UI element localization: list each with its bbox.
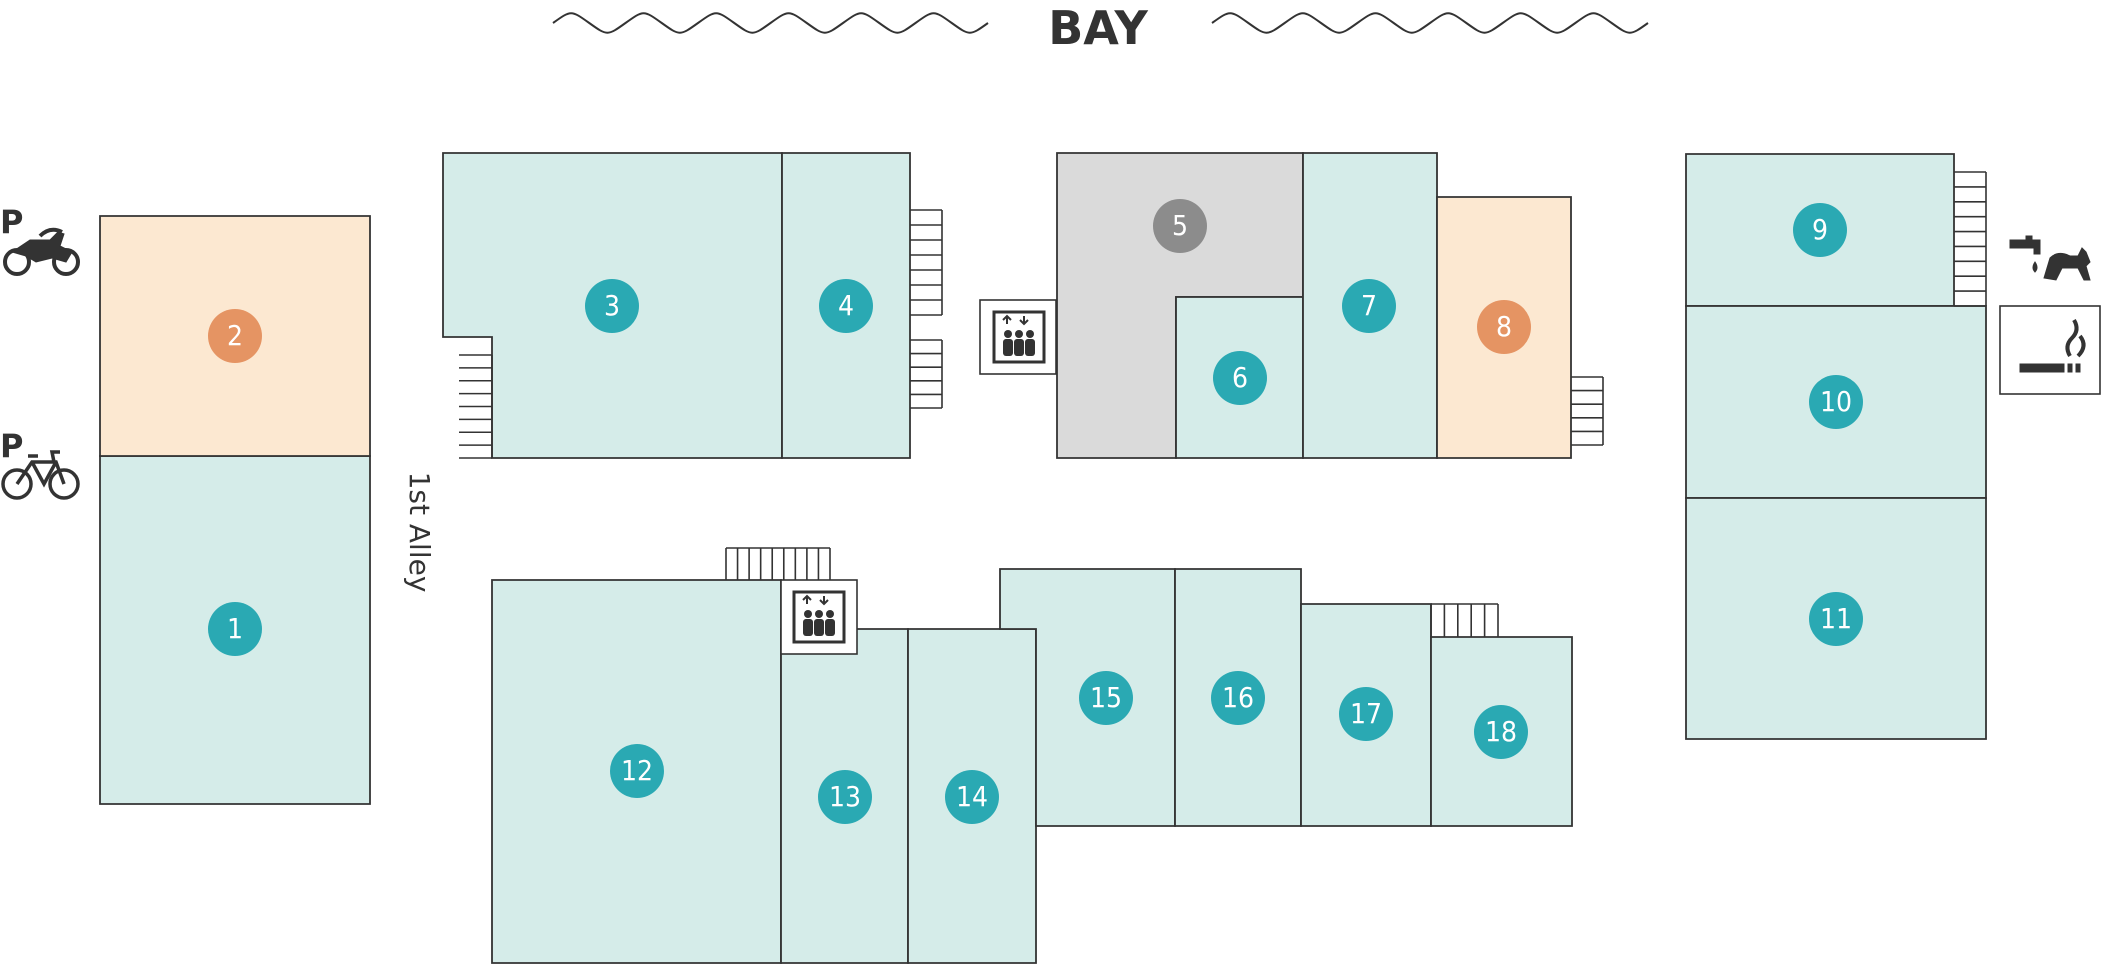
unit-6-number: 6 [1232,361,1248,394]
unit-13-marker-circle [818,770,872,824]
unit-11-marker[interactable]: 11 [1809,592,1863,646]
unit-13-number: 13 [829,780,861,813]
unit-6-marker-circle [1213,351,1267,405]
unit-16-number: 16 [1222,681,1254,714]
unit-4-number: 4 [838,289,854,322]
smoking-area-box [1999,305,2101,395]
unit-11-number: 11 [1820,602,1852,635]
street-label: 1st Alley [403,472,436,593]
unit-10-marker[interactable]: 10 [1809,375,1863,429]
unit-14-marker-circle [945,770,999,824]
unit-3-marker-circle [585,279,639,333]
bicycle-icon [1,450,80,500]
unit-13-marker[interactable]: 13 [818,770,872,824]
elevator-icon [792,590,846,644]
stair-unit-4-top [910,209,943,316]
unit-2-marker-circle [208,309,262,363]
unit-16-marker[interactable]: 16 [1211,671,1265,725]
unit-12-marker-circle [610,744,664,798]
unit-6-marker[interactable]: 6 [1213,351,1267,405]
unit-4-marker-circle [819,279,873,333]
unit-2-number: 2 [227,319,243,352]
unit-3-marker[interactable]: 3 [585,279,639,333]
stair-unit-3 [459,354,493,459]
unit-14-marker[interactable]: 14 [945,770,999,824]
wave-left [552,12,989,34]
elevator-icon [992,310,1046,364]
unit-1-marker[interactable]: 1 [208,602,262,656]
unit-8-marker-circle [1477,300,1531,354]
bicycle-parking-label: P [0,427,23,465]
unit-1-number: 1 [227,612,243,645]
unit-12-number: 12 [621,754,653,787]
unit-17-marker[interactable]: 17 [1339,687,1393,741]
unit-1-marker-circle [208,602,262,656]
stair-unit-17 [1430,603,1499,637]
unit-8-number: 8 [1496,310,1512,343]
unit-11-marker-circle [1809,592,1863,646]
stair-unit-9 [1954,171,1987,307]
unit-15-marker-circle [1079,671,1133,725]
unit-16-marker-circle [1211,671,1265,725]
unit-18-marker-circle [1474,705,1528,759]
elevator-lower [780,579,858,655]
map-title: BAY [1048,1,1148,55]
unit-5-marker[interactable]: 5 [1153,199,1207,253]
unit-15-number: 15 [1090,681,1122,714]
unit-18-marker[interactable]: 18 [1474,705,1528,759]
unit-7-marker[interactable]: 7 [1342,279,1396,333]
unit-9-number: 9 [1812,213,1828,246]
unit-9-marker-circle [1793,203,1847,257]
unit-5-marker-circle [1153,199,1207,253]
wave-right [1211,12,1649,34]
unit-10-number: 10 [1820,385,1852,418]
unit-9-marker[interactable]: 9 [1793,203,1847,257]
unit-7-marker-circle [1342,279,1396,333]
unit-3-number: 3 [604,289,620,322]
unit-5-number: 5 [1172,209,1188,242]
motorcycle-parking-label: P [0,203,23,241]
pet-water-icon [2009,235,2091,281]
unit-17-number: 17 [1350,697,1382,730]
smoking-area-icon [2019,318,2086,373]
stair-unit-8 [1571,376,1604,446]
unit-15-marker[interactable]: 15 [1079,671,1133,725]
building-blocks [99,152,1987,964]
unit-10-marker-circle [1809,375,1863,429]
unit-7-number: 7 [1361,289,1377,322]
elevator-left [979,299,1057,375]
unit-17-marker-circle [1339,687,1393,741]
unit-18-number: 18 [1485,715,1517,748]
bay-header: BAY [552,1,1649,55]
stairways [459,171,1987,637]
unit-4-marker[interactable]: 4 [819,279,873,333]
unit-12-marker[interactable]: 12 [610,744,664,798]
motorcycle-icon [3,227,80,276]
stair-unit-12 [725,547,831,580]
unit-2-marker[interactable]: 2 [208,309,262,363]
unit-8-marker[interactable]: 8 [1477,300,1531,354]
stair-unit-4-bottom [910,339,943,409]
unit-14-number: 14 [956,780,988,813]
